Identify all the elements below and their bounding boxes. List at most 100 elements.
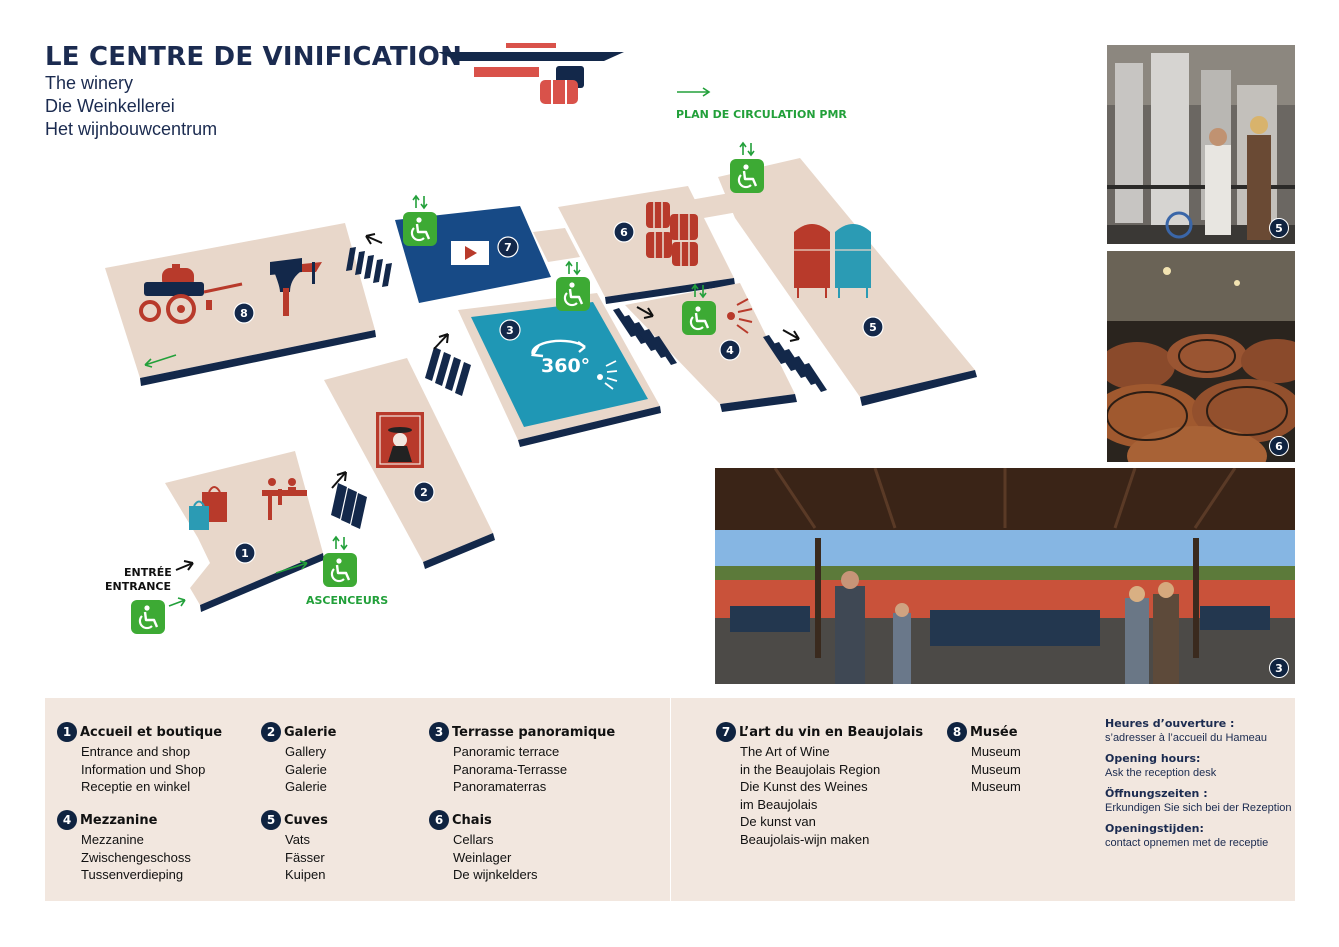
subtitle-de: Die Weinkellerei	[45, 96, 175, 116]
title-block: LE CENTRE DE VINIFICATION The winery Die…	[45, 42, 462, 141]
shopping-bags-icon	[189, 486, 227, 530]
photo-number: 5	[1269, 218, 1289, 238]
photo-vats: 5	[1107, 45, 1295, 244]
reception-desk-icon	[262, 478, 307, 520]
hours-text-fr: s’adresser à l’accueil du Hameau	[1105, 732, 1268, 744]
legend-number: 3	[429, 722, 449, 742]
entrance-label-en: ENTRANCE	[105, 580, 171, 593]
photo-cellar: 6	[1107, 251, 1295, 462]
wheelchair-icon	[728, 157, 766, 195]
stairs-icon	[331, 483, 367, 529]
floor-zone-4	[625, 283, 797, 412]
zone-marker-2: 2	[413, 481, 435, 503]
pmr-legend: PLAN DE CIRCULATION PMR	[676, 84, 847, 121]
stairs-icon	[613, 308, 677, 365]
elevator-arrows-icon	[739, 142, 755, 156]
legend-line: Zwischengeschoss	[81, 849, 191, 865]
wheelchair-icon	[321, 551, 359, 589]
hours-text-nl: contact opnemen met de receptie	[1105, 837, 1269, 849]
legend-title: Galerie	[284, 724, 337, 740]
photo-number: 3	[1269, 658, 1289, 678]
entrance-label-fr: ENTRÉE	[124, 566, 172, 579]
legend-line: Panorama-Terrasse	[453, 761, 568, 777]
stairs-icon	[763, 335, 827, 392]
subtitle-nl: Het wijnbouwcentrum	[45, 119, 218, 139]
elevator-arrows-icon	[565, 261, 581, 275]
legend-line: Entrance and shop	[81, 744, 191, 759]
legend-number: 6	[429, 810, 449, 830]
floor-zone-8	[105, 223, 376, 386]
panorama-360-icon: 360°	[530, 339, 590, 377]
stairs-icon	[425, 347, 471, 396]
zone-marker-8: 8	[233, 302, 255, 324]
svg-text:3: 3	[506, 324, 514, 337]
zone-marker-4: 4	[719, 339, 741, 361]
photo-number: 6	[1269, 436, 1289, 456]
tractor-icon	[139, 264, 243, 324]
hours-title-fr: Heures d’ouverture :	[1105, 717, 1235, 730]
legend-line: Beaujolais-wijn maken	[740, 831, 870, 847]
video-screen-icon	[451, 241, 489, 265]
svg-text:1: 1	[241, 547, 249, 560]
opening-hours: Heures d’ouverture : s’adresser à l’accu…	[1105, 716, 1293, 856]
legend-line: Mezzanine	[81, 832, 144, 847]
speaker-icon	[597, 360, 618, 390]
legend-title: Chais	[452, 812, 492, 828]
legend-line: Weinlager	[453, 849, 512, 865]
legend-line: Museum	[971, 744, 1021, 759]
legend-title: Accueil et boutique	[80, 724, 223, 740]
elevator-arrows-icon	[412, 195, 428, 209]
legend-line: De wijnkelders	[453, 867, 538, 882]
svg-text:2: 2	[420, 486, 428, 499]
pmr-label: PLAN DE CIRCULATION PMR	[676, 108, 847, 121]
page-marks	[636, 943, 706, 947]
hammer-icon	[270, 258, 322, 316]
speaker-icon	[727, 298, 753, 334]
legend-line: im Beaujolais	[740, 796, 818, 812]
tanks-icon	[794, 224, 871, 298]
legend-line: Galerie	[285, 761, 327, 777]
svg-text:4: 4	[726, 344, 734, 357]
legend-line: Museum	[971, 779, 1021, 794]
legend-line: Fässer	[285, 849, 325, 865]
elevator-arrows-icon	[332, 536, 348, 550]
legend-line: Gallery	[285, 744, 327, 759]
zone-marker-3: 3	[499, 319, 521, 341]
zone-marker-5: 5	[862, 316, 884, 338]
legend-title: Mezzanine	[80, 812, 158, 828]
legend-title: L’art du vin en Beaujolais	[739, 724, 924, 740]
winery-logo	[436, 42, 626, 111]
legend-number: 2	[261, 722, 281, 742]
zone-marker-6: 6	[613, 221, 635, 243]
legend-number: 1	[57, 722, 77, 742]
gallery-painting-icon	[376, 412, 424, 468]
subtitle-en: The winery	[45, 73, 134, 93]
legend-title: Cuves	[284, 812, 328, 828]
zone-marker-7: 7	[497, 236, 519, 258]
photo-terrace: 3	[715, 468, 1295, 684]
wheelchair-icon	[554, 275, 592, 313]
legend-line: Vats	[285, 832, 311, 847]
floor-zone-1	[165, 451, 324, 612]
svg-text:5: 5	[869, 321, 877, 334]
legend-number: 5	[261, 810, 281, 830]
legend-line: Information und Shop	[81, 761, 206, 777]
legend-line: in the Beaujolais Region	[740, 761, 881, 777]
hours-title-en: Opening hours:	[1105, 752, 1201, 765]
legend-line: Kuipen	[285, 867, 326, 882]
legend-line: Tussenverdieping	[81, 867, 184, 882]
legend-line: Receptie en winkel	[81, 779, 191, 794]
legend-number: 7	[716, 722, 736, 742]
green-arrow-icon	[677, 87, 711, 97]
legend-line: Die Kunst des Weines	[740, 779, 868, 794]
hours-title-de: Öffnungszeiten :	[1105, 787, 1208, 800]
stairs-icon	[346, 247, 392, 287]
legend-line: Galerie	[285, 779, 327, 794]
